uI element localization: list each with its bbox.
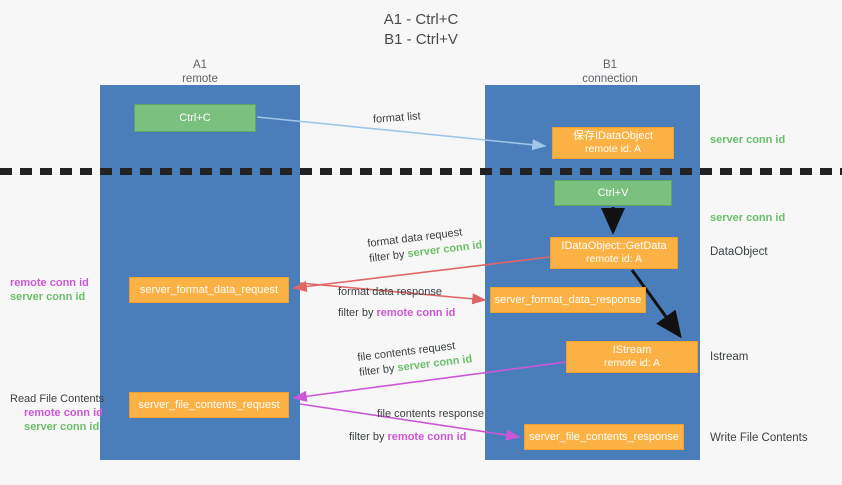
column-header-a1-sublabel: remote (182, 73, 218, 85)
annotation-right-server-conn-id-mid-text: server conn id (710, 212, 786, 224)
column-header-b1-sublabel: connection (582, 73, 638, 85)
node-ctrl-v-label: Ctrl+V (597, 186, 629, 199)
edge-label-fmt-req-prefix: filter by (368, 248, 409, 265)
edge-label-fmt-resp-key: remote conn id (376, 307, 456, 319)
title-line-2: B1 - Ctrl+V (384, 31, 458, 48)
node-ctrl-c[interactable]: Ctrl+C (134, 104, 256, 132)
edge-label-format-data-response: format data response filter by remote co… (338, 285, 455, 321)
node-server-format-data-response[interactable]: server_format_data_response (490, 287, 646, 313)
column-header-a1: A1 remote (130, 58, 270, 86)
annotation-left-format-remote: remote conn id (10, 277, 89, 289)
edge-label-file-resp-key: remote conn id (387, 431, 467, 443)
edge-label-fmt-resp-line1: format data response (338, 286, 442, 298)
edge-label-fmt-resp-line2: filter by remote conn id (338, 306, 455, 321)
node-istream-sublabel: remote id: A (603, 357, 661, 369)
annotation-left-file-remote: remote conn id (24, 407, 103, 419)
node-server-format-data-request[interactable]: server_format_data_request (129, 277, 289, 303)
node-ctrl-c-label: Ctrl+C (179, 111, 211, 124)
annotation-right-dataobject: DataObject (710, 246, 768, 258)
annotation-right-server-conn-id-mid: server conn id (710, 211, 785, 225)
column-header-b1: B1 connection (530, 58, 690, 86)
edge-label-file-resp-prefix: filter by (349, 431, 388, 443)
annotation-right-server-conn-id-top-text: server conn id (710, 134, 786, 146)
edge-label-file-resp-line2: filter by remote conn id (349, 430, 484, 445)
annotation-right-server-conn-id-top: server conn id (710, 133, 785, 147)
node-ctrl-v[interactable]: Ctrl+V (554, 180, 672, 206)
edge-label-format-list-text: format list (372, 110, 422, 126)
annotation-left-format: remote conn id server conn id (10, 276, 89, 304)
node-idataobject[interactable]: 保存IDataObject remote id: A (552, 127, 674, 159)
title-line-1: A1 - Ctrl+C (383, 11, 459, 28)
annotation-right-istream: Istream (710, 351, 749, 363)
edge-label-file-req-prefix: filter by (358, 362, 399, 379)
node-file-req-label: server_file_contents_request (138, 398, 280, 411)
annotation-left-file: Read File Contents remote conn id server… (10, 392, 104, 434)
edge-label-file-resp-line1: file contents response (377, 408, 485, 420)
annotation-read-file-contents: Read File Contents (10, 393, 105, 405)
node-getdata-sublabel: remote id: A (585, 253, 643, 265)
node-file-resp-label: server_file_contents_response (529, 430, 679, 443)
edge-label-file-contents-response: file contents response filter by remote … (349, 407, 484, 445)
node-server-file-contents-request[interactable]: server_file_contents_request (129, 392, 289, 418)
edge-label-format-data-request: format data request filter by server con… (367, 223, 484, 267)
column-header-b1-name: B1 (602, 59, 618, 71)
node-idataobject-getdata[interactable]: IDataObject::GetData remote id: A (550, 237, 678, 269)
node-fmt-req-label: server_format_data_request (139, 283, 279, 296)
annotation-left-file-server: server conn id (24, 421, 100, 433)
node-getdata-label: IDataObject::GetData (561, 240, 667, 252)
node-fmt-resp-label: server_format_data_response (494, 293, 642, 306)
node-istream[interactable]: IStream remote id: A (566, 341, 698, 373)
node-server-file-contents-response[interactable]: server_file_contents_response (524, 424, 684, 450)
edge-label-fmt-resp-prefix: filter by (338, 307, 377, 319)
node-idataobject-sublabel: remote id: A (584, 143, 642, 155)
column-header-a1-name: A1 (192, 59, 208, 71)
edge-label-file-contents-request: file contents request filter by server c… (357, 337, 474, 381)
page-title: A1 - Ctrl+C B1 - Ctrl+V (0, 10, 842, 50)
annotation-left-format-server: server conn id (10, 291, 86, 303)
node-idataobject-label: 保存IDataObject (572, 130, 654, 142)
edge-label-format-list: format list (373, 109, 422, 127)
phase-divider (0, 168, 842, 175)
node-istream-label: IStream (612, 344, 652, 356)
annotation-right-write-file-contents: Write File Contents (710, 432, 808, 444)
